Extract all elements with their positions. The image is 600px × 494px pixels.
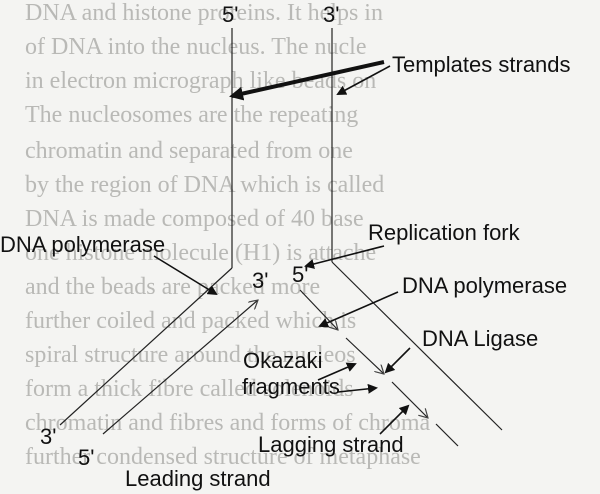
label-dna-polymerase-left: DNA polymerase: [0, 232, 165, 257]
parental-strand-left: [59, 267, 233, 426]
bg-line: DNA and histone proteins. It helps in: [25, 0, 383, 26]
bg-line: spiral structure around the nucleos: [25, 342, 356, 368]
bg-line: chromatin and fibres and forms of chroma: [25, 410, 431, 436]
bg-line: one histone molecule (H1) is attache: [25, 240, 376, 266]
bg-line: The nucleosomes are the repeating: [25, 102, 358, 128]
templates-arrow-left: [229, 60, 385, 101]
background-text: DNA and histone proteins. It helps in of…: [25, 0, 431, 470]
templates-arrow-right: [336, 65, 391, 95]
label-lagging-strand: Lagging strand: [258, 432, 404, 457]
label-leading-strand: Leading strand: [125, 466, 271, 491]
okazaki-fragment: [299, 289, 338, 330]
label-okazaki: Okazaki: [243, 348, 322, 373]
dna-polymerase-left-arrow: [153, 255, 218, 296]
okazaki-arrow-1: [317, 362, 357, 381]
bg-line: DNA is made composed of 40 base: [25, 206, 364, 232]
bg-line: of DNA into the nucleus. The nucle: [25, 34, 366, 60]
label-replication-fork: Replication fork: [368, 220, 521, 245]
bg-line: further coiled and packed which is: [25, 308, 356, 334]
replication-fork-arrow: [304, 245, 385, 269]
bg-line: in electron micrograph like beads on: [25, 68, 376, 94]
okazaki-fragment: [435, 423, 459, 447]
label-fragments: fragments: [242, 374, 340, 399]
lagging-strand-arrow: [379, 404, 410, 435]
label-3prime-fork: 3': [252, 268, 268, 293]
label-dna-ligase: DNA Ligase: [422, 326, 538, 351]
okazaki-arrow-2: [337, 383, 378, 394]
parental-strand-right: [331, 261, 503, 431]
okazaki-fragment: [345, 337, 384, 374]
label-3prime-bottom: 3': [40, 424, 56, 449]
label-templates-strands: Templates strands: [392, 52, 571, 77]
label-dna-polymerase-right: DNA polymerase: [402, 273, 567, 298]
bg-line: by the region of DNA which is called: [25, 172, 384, 198]
label-5prime-top: 5': [222, 2, 238, 27]
bg-line: form a thick fibre called solenoids: [25, 376, 354, 402]
bg-line: chromatin and separated from one: [25, 138, 353, 164]
leading-strand: [102, 300, 258, 435]
okazaki-fragment: [391, 381, 428, 418]
bg-line: and the beads are packed more: [25, 274, 320, 300]
label-5prime-fork: 5': [292, 262, 308, 287]
label-5prime-bottom: 5': [78, 445, 94, 470]
dna-ligase-arrow: [384, 347, 411, 374]
bg-line: further condensed structure of metaphase: [25, 444, 421, 470]
dna-polymerase-right-arrow: [318, 291, 399, 328]
label-3prime-top: 3': [323, 2, 339, 27]
